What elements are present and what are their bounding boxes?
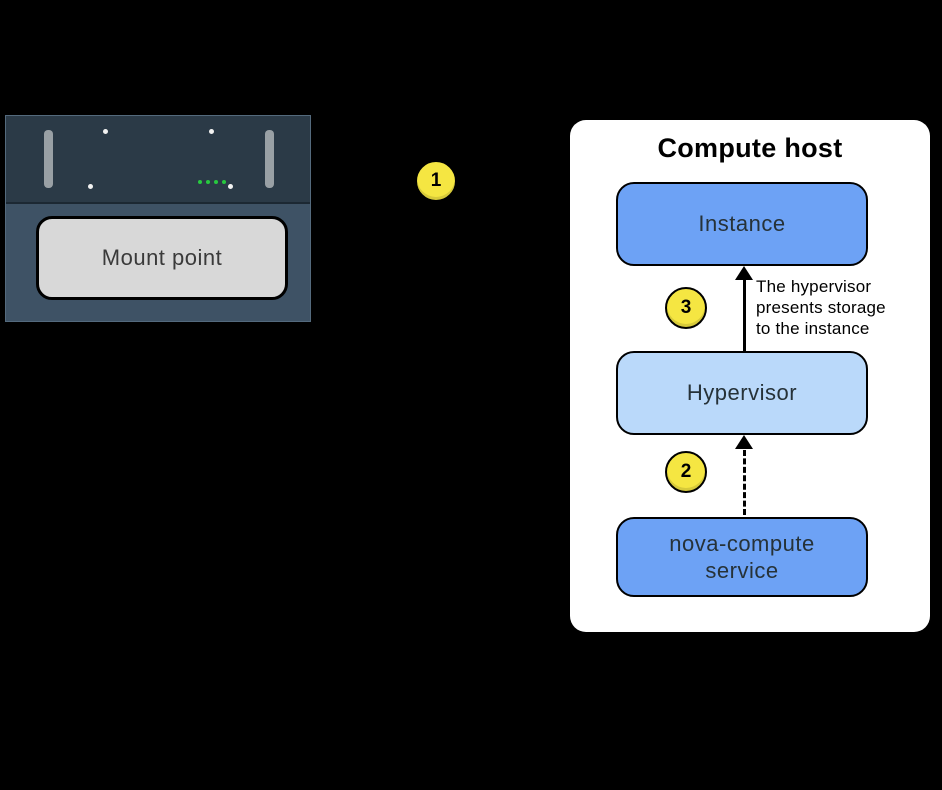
instance-label: Instance — [698, 211, 786, 237]
screw-icon — [103, 129, 108, 134]
step-badge-1: 1 — [415, 160, 457, 202]
arrow-up-icon — [735, 435, 753, 449]
led-icon — [206, 180, 210, 184]
compute-host-title: Compute host — [657, 133, 843, 163]
compute-host-panel: Compute host Instance 3 The hypervisor p… — [570, 120, 930, 632]
led-icon — [222, 180, 226, 184]
hypervisor-label: Hypervisor — [686, 380, 798, 406]
led-icon — [214, 180, 218, 184]
nova-compute-box: nova-compute service — [616, 517, 868, 597]
nova-compute-label: nova-compute service — [669, 530, 815, 584]
screw-icon — [209, 129, 214, 134]
mount-point-box: Mount point — [36, 216, 288, 300]
led-icon — [198, 180, 202, 184]
storage-handle-right-icon — [265, 130, 274, 188]
step-badge-2: 2 — [665, 451, 707, 493]
mount-point-label: Mount point — [101, 245, 223, 270]
solid-arrow-line — [743, 280, 746, 351]
hypervisor-annotation: The hypervisor presents storage to the i… — [756, 277, 886, 338]
storage-handle-left-icon — [44, 130, 53, 188]
hypervisor-box: Hypervisor — [616, 351, 868, 435]
dashed-arrow-line — [743, 450, 746, 515]
instance-box: Instance — [616, 182, 868, 266]
screw-icon — [88, 184, 93, 189]
screw-icon — [228, 184, 233, 189]
arrow-up-icon — [735, 266, 753, 280]
storage-front-panel — [6, 116, 310, 204]
step-badge-3: 3 — [665, 287, 707, 329]
storage-device: Mount point — [5, 115, 311, 322]
